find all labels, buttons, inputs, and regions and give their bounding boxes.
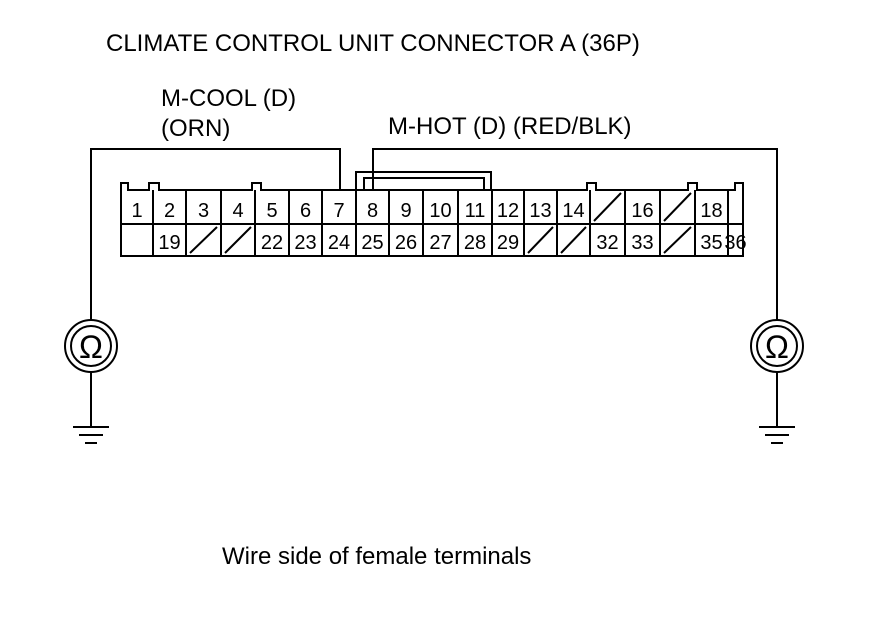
unused-terminal-slash: [593, 192, 622, 222]
terminal-5: 5: [266, 200, 277, 222]
unused-terminal-slash: [663, 192, 692, 222]
terminal-12: 12: [497, 200, 519, 222]
terminal-24: 24: [328, 232, 350, 254]
terminal-32: 32: [596, 232, 618, 254]
terminal-4: 4: [232, 200, 243, 222]
ohm-icon: Ω: [765, 329, 789, 365]
terminal-35: 35: [700, 232, 722, 254]
terminal-16: 16: [631, 200, 653, 222]
ohm-icon: Ω: [79, 329, 103, 365]
terminal-28: 28: [464, 232, 486, 254]
right-ohmmeter-inner: [756, 325, 798, 367]
unused-terminal-slash: [663, 226, 692, 254]
terminal-1: 1: [131, 200, 142, 222]
unused-terminal-slash: [560, 226, 587, 254]
connector-outline: [120, 182, 744, 257]
terminal-19: 19: [158, 232, 180, 254]
unused-terminal-slash: [527, 226, 554, 254]
terminal-7: 7: [333, 200, 344, 222]
terminal-3: 3: [198, 200, 209, 222]
terminal-29: 29: [497, 232, 519, 254]
footer-caption: Wire side of female terminals: [222, 543, 532, 570]
diagram-title: CLIMATE CONTROL UNIT CONNECTOR A (36P): [106, 30, 640, 57]
terminal-11: 11: [465, 200, 486, 222]
terminal-14: 14: [562, 200, 584, 222]
terminal-9: 9: [400, 200, 411, 222]
connector-body: [120, 171, 744, 257]
terminal-22: 22: [261, 232, 283, 254]
terminal-26: 26: [395, 232, 417, 254]
terminal-33: 33: [631, 232, 653, 254]
m-hot-lead: [372, 148, 778, 320]
m-hot-label: M-HOT (D) (RED/BLK): [388, 113, 632, 140]
m-cool-wire-color: (ORN): [161, 115, 231, 142]
terminal-18: 18: [700, 200, 722, 222]
m-cool-label: M-COOL (D): [161, 85, 297, 112]
latch-bracket: [355, 171, 492, 190]
terminal-10: 10: [429, 200, 451, 222]
terminal-8: 8: [367, 200, 378, 222]
terminal-6: 6: [300, 200, 311, 222]
terminal-2: 2: [164, 200, 175, 222]
terminal-27: 27: [429, 232, 451, 254]
terminal-36: 36: [724, 232, 746, 254]
left-ohmmeter-inner: [70, 325, 112, 367]
unused-terminal-slash: [224, 226, 252, 254]
terminal-13: 13: [529, 200, 551, 222]
m-cool-lead: [90, 148, 341, 320]
terminal-25: 25: [361, 232, 383, 254]
terminal-23: 23: [294, 232, 316, 254]
unused-terminal-slash: [189, 226, 218, 254]
